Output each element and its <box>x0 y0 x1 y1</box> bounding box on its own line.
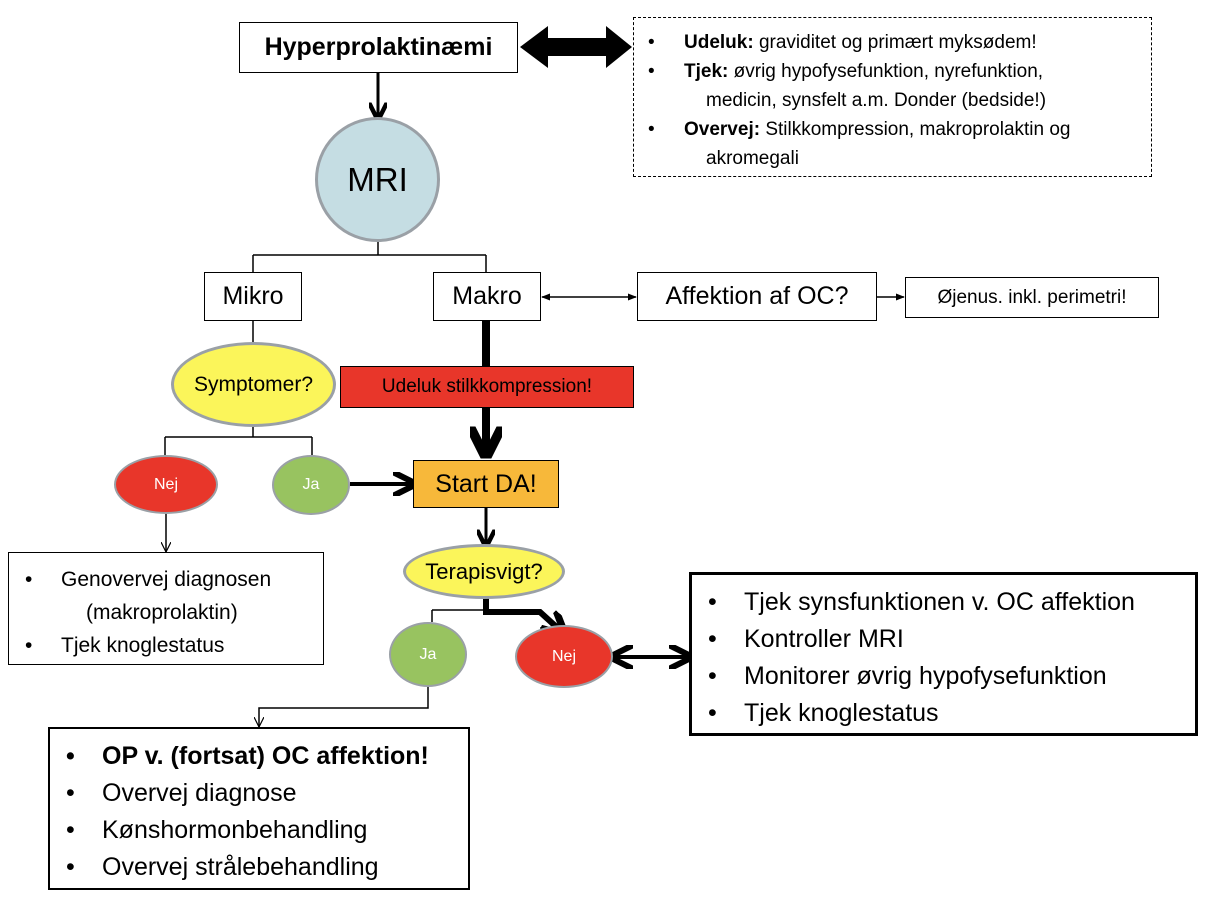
mikro-nej-item-tjek-knoglestatus: Tjek knoglestatus <box>25 629 313 662</box>
node-ojenus-label: Øjenus. inkl. perimetri! <box>937 286 1127 308</box>
bottom-box: OP v. (fortsat) OC affektion! Overvej di… <box>48 727 470 890</box>
bottom-item-overvej-diagnose: Overvej diagnose <box>66 775 458 812</box>
bottom-item-op: OP v. (fortsat) OC affektion! <box>66 738 458 775</box>
node-start-da: Start DA! <box>413 460 559 508</box>
node-makro: Makro <box>433 272 541 321</box>
bottom-item-konshormon: Kønshormonbehandling <box>66 812 458 849</box>
node-ja-terapisvigt-label: Ja <box>419 645 437 663</box>
node-hyperprolaktinaemi-label: Hyperprolaktinæmi <box>264 33 493 61</box>
right-item-tjek-synsfunktionen: Tjek synsfunktionen v. OC affektion <box>708 584 1185 621</box>
node-mri-label: MRI <box>347 160 408 198</box>
node-terapisvigt-label: Terapisvigt? <box>425 558 543 584</box>
node-mikro-label: Mikro <box>222 282 284 310</box>
mikro-nej-item-genovervej: Genovervej diagnosen(makroprolaktin) <box>25 563 313 629</box>
node-nej-symptomer-label: Nej <box>153 475 178 493</box>
node-hyperprolaktinaemi: Hyperprolaktinæmi <box>239 22 518 73</box>
node-nej-terapisvigt: Nej <box>515 625 613 688</box>
node-udeluk-stilkkompression-label: Udeluk stilkkompression! <box>381 376 593 397</box>
info-box: Udeluk: graviditet og primært myksødem! … <box>633 17 1152 177</box>
info-item-overvej: Overvej: Stilkkompression, makroprolakti… <box>648 115 1141 173</box>
arrow-terapisvigt-nej <box>483 598 562 632</box>
right-item-tjek-knoglestatus: Tjek knoglestatus <box>708 695 1185 732</box>
info-item-udeluk: Udeluk: graviditet og primært myksødem! <box>648 28 1141 57</box>
node-nej-symptomer: Nej <box>114 455 218 514</box>
mikro-nej-box: Genovervej diagnosen(makroprolaktin) Tje… <box>8 552 324 665</box>
node-mri: MRI <box>315 117 440 242</box>
right-item-kontroller-mri: Kontroller MRI <box>708 621 1185 658</box>
arrow-ja-bottombox <box>259 687 429 727</box>
node-mikro: Mikro <box>204 272 302 321</box>
node-terapisvigt: Terapisvigt? <box>403 544 565 599</box>
node-symptomer-label: Symptomer? <box>193 372 314 396</box>
node-start-da-label: Start DA! <box>435 469 537 498</box>
right-box: Tjek synsfunktionen v. OC affektion Kont… <box>689 572 1198 736</box>
node-makro-label: Makro <box>452 282 522 310</box>
node-ja-symptomer-label: Ja <box>302 476 320 493</box>
node-ja-symptomer: Ja <box>272 455 350 515</box>
node-udeluk-stilkkompression: Udeluk stilkkompression! <box>340 366 634 408</box>
node-affektion-oc: Affektion af OC? <box>637 272 877 321</box>
node-nej-terapisvigt-label: Nej <box>551 647 576 665</box>
node-affektion-oc-label: Affektion af OC? <box>665 282 849 310</box>
right-item-monitorer: Monitorer øvrig hypofysefunktion <box>708 658 1185 695</box>
node-symptomer: Symptomer? <box>171 342 336 427</box>
double-arrow-info <box>520 26 632 68</box>
branch-symptomer <box>164 427 313 455</box>
node-ojenus: Øjenus. inkl. perimetri! <box>905 277 1159 318</box>
line-terapisvigt-ja <box>431 609 486 622</box>
node-ja-terapisvigt: Ja <box>389 622 467 687</box>
info-item-tjek: Tjek: øvrig hypofysefunktion, nyrefunkti… <box>648 57 1141 115</box>
branch-mri <box>252 242 487 272</box>
bottom-item-straalebehandling: Overvej strålebehandling <box>66 849 458 886</box>
